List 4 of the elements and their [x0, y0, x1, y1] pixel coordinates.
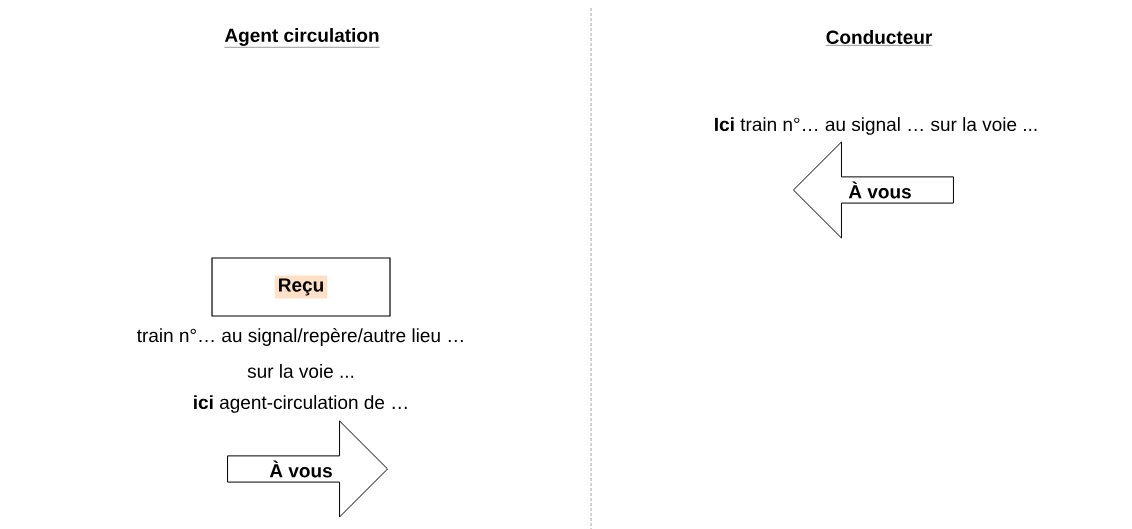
column-heading: Agent circulation [224, 28, 380, 48]
column-heading: Conducteur [825, 30, 933, 46]
message-box: Reçu [211, 257, 391, 317]
message-text: sur la voie ... [247, 364, 354, 378]
